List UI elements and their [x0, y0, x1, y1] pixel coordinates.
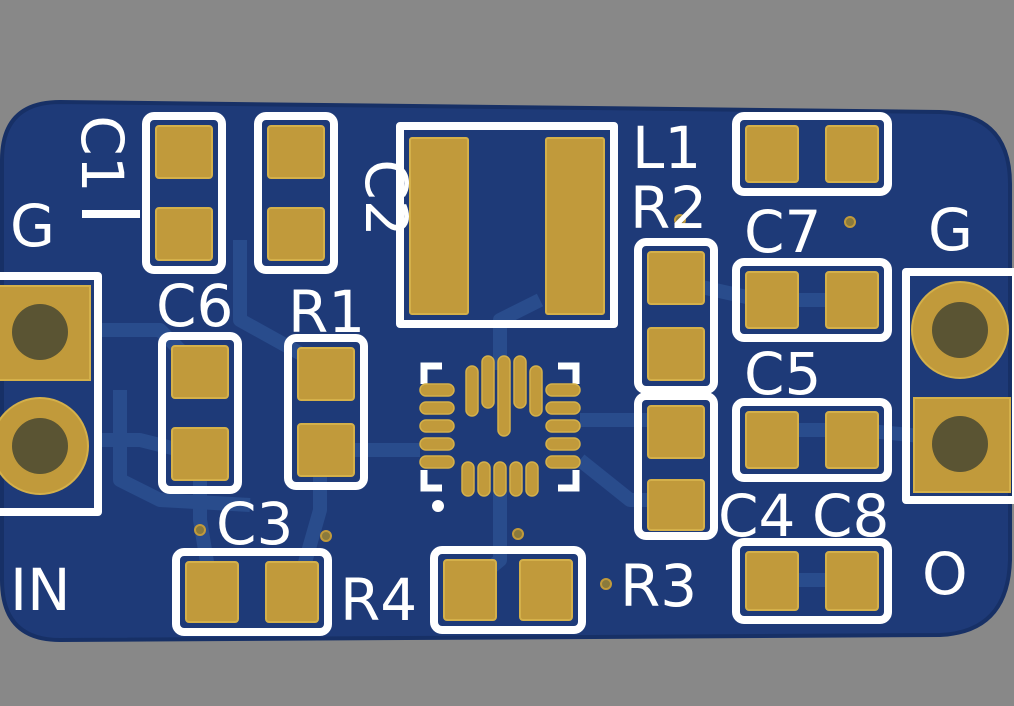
label-r1: R1 [288, 278, 365, 346]
r2-outline [634, 238, 718, 394]
silkscreen-labels: C1 C2 L1 R2 C7 C6 R1 C5 C4 C8 C3 R4 R3 G… [10, 114, 973, 634]
c3-outline [172, 548, 332, 636]
label-r2: R2 [630, 174, 707, 242]
label-c2: C2 [352, 159, 420, 236]
label-c5: C5 [744, 340, 821, 408]
label-in: IN [10, 556, 71, 624]
label-o: O [922, 540, 968, 608]
qfn-outline [420, 362, 580, 492]
label-c4: C4 [718, 482, 795, 550]
header-in-outline [0, 272, 102, 516]
c5-outline [732, 258, 892, 342]
label-r3: R3 [620, 552, 697, 620]
in-pin1-drill [12, 304, 68, 360]
vias [194, 214, 856, 590]
header-out-outline [902, 268, 1014, 504]
r4-outline [430, 546, 586, 634]
label-g-right: G [928, 196, 973, 264]
label-g-left: G [10, 192, 55, 260]
c4c8-upper-outline [732, 398, 892, 482]
c7-outline [732, 112, 892, 196]
header-pins [0, 281, 1011, 495]
qfn-pads [419, 355, 581, 497]
label-c1: C1 [68, 115, 136, 192]
label-c3: C3 [216, 490, 293, 558]
label-c8: C8 [812, 482, 889, 550]
c1-outline [142, 112, 226, 274]
pads [155, 125, 879, 623]
label-c6: C6 [156, 272, 233, 340]
label-r4: R4 [340, 566, 417, 634]
c2-outline [254, 112, 338, 274]
in-pin2-drill [12, 418, 68, 474]
l1-outline [396, 122, 618, 328]
label-c7: C7 [744, 198, 821, 266]
c6-outline [158, 332, 242, 494]
out-pin2-drill [932, 416, 988, 472]
label-l1: L1 [632, 114, 701, 182]
qfn-pin1-dot [432, 500, 444, 512]
c4c8-lower-outline [732, 538, 892, 624]
silkscreen [0, 112, 1014, 636]
out-pin1-drill [932, 302, 988, 358]
r1-outline [284, 334, 368, 490]
r3-outline [634, 392, 718, 540]
